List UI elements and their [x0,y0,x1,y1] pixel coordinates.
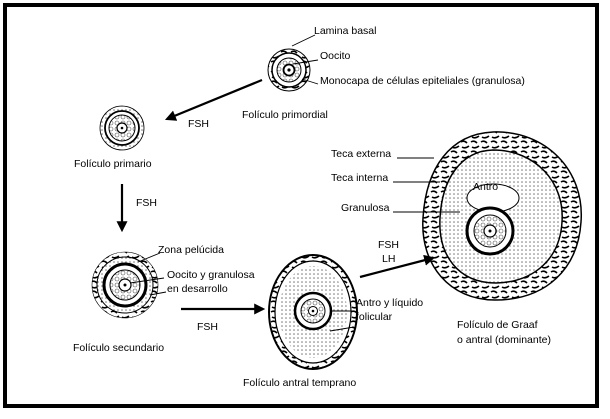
label-lh: LH [382,253,395,265]
label-fsh-4: FSH [378,239,399,251]
secondary-follicle [92,252,158,318]
label-granulosa: Granulosa [341,202,390,214]
label-foliculo-antral-temprano: Folículo antral temprano [243,377,356,389]
primary-follicle [100,106,144,150]
arrow-antral-to-graaf [360,258,433,277]
label-antro: Antro [473,181,498,193]
label-antro-liquido-2: folicular [356,311,393,323]
pointer-lamina-basal [292,35,315,46]
graaf-follicle [423,132,581,300]
label-antro-liquido-1: Antro y líquido [356,297,423,309]
label-foliculo-primario: Folículo primario [74,158,152,170]
label-monocapa: Monocapa de células epiteliales (granulo… [320,75,525,87]
label-fsh-1: FSH [188,118,209,130]
label-oocito-granulosa-1: Oocito y granulosa [167,269,255,281]
label-oocito-granulosa-2: en desarrollo [167,283,228,295]
label-teca-externa: Teca externa [331,148,391,160]
label-fsh-3: FSH [197,321,218,333]
label-oocito: Oocito [320,50,351,62]
label-graaf-1: Folículo de Graaf [457,319,538,331]
primordial-follicle [268,49,310,91]
label-graaf-2: o antral (dominante) [457,334,551,346]
label-teca-interna: Teca interna [331,172,388,184]
label-foliculo-primordial: Folículo primordial [242,109,328,121]
early-antral-follicle [269,255,357,369]
label-foliculo-secundario: Folículo secundario [73,342,164,354]
label-zona-pelucida: Zona pelúcida [158,244,224,256]
label-fsh-2: FSH [136,197,157,209]
label-lamina-basal: Lamina basal [314,25,376,37]
